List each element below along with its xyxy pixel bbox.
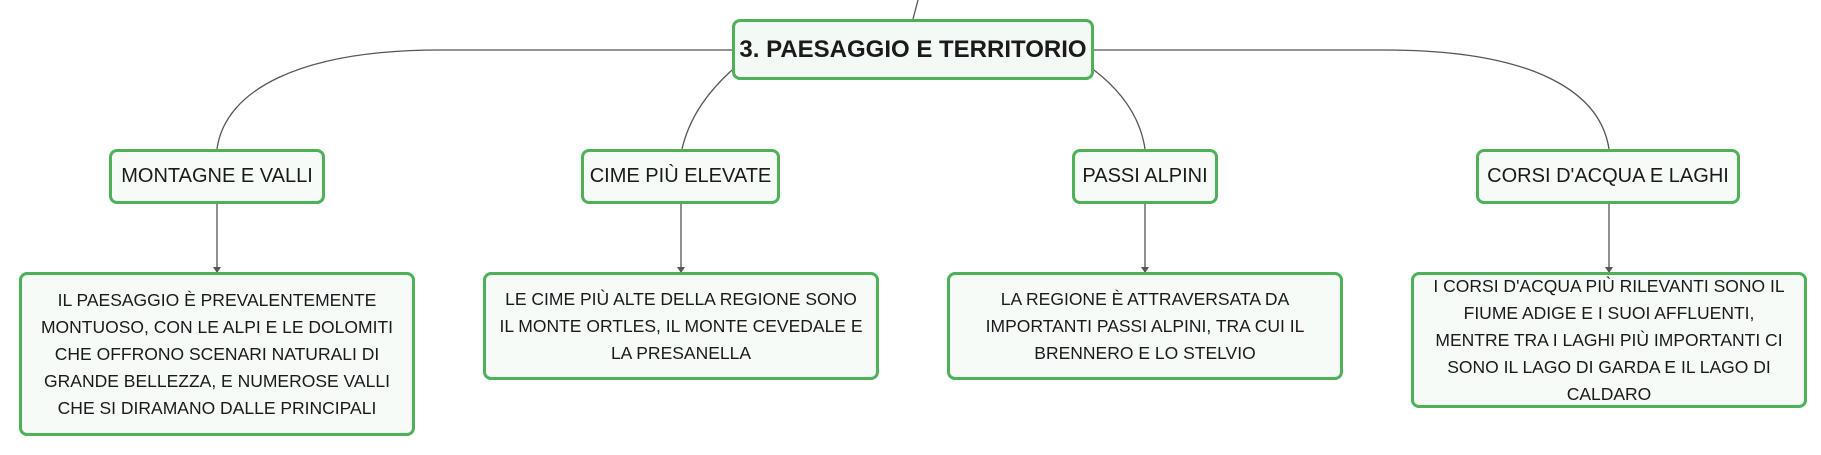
connector-root-branch-3: [1093, 69, 1146, 150]
branch-montagne-e-valli[interactable]: MONTAGNE E VALLI: [109, 149, 325, 204]
branch-corsi-dacqua-e-laghi[interactable]: CORSI D'ACQUA E LAGHI: [1476, 149, 1740, 204]
detail-text: LA REGIONE È ATTRAVERSATA DA IMPORTANTI …: [985, 288, 1305, 363]
detail-text: LE CIME PIÙ ALTE DELLA REGIONE SONO IL M…: [499, 288, 863, 363]
detail-passi-alpini[interactable]: LA REGIONE È ATTRAVERSATA DA IMPORTANTI …: [947, 272, 1343, 380]
branch-label: MONTAGNE E VALLI: [121, 165, 313, 187]
detail-text: I CORSI D'ACQUA PIÙ RILEVANTI SONO IL FI…: [1433, 275, 1785, 404]
detail-montagne-e-valli[interactable]: IL PAESAGGIO È PREVALENTEMENTE MONTUOSO,…: [19, 272, 415, 436]
connector-root-branch-2: [681, 69, 733, 150]
branch-cime-piu-elevate[interactable]: CIME PIÙ ELEVATE: [581, 149, 780, 204]
connector-root-branch-1: [216, 49, 732, 150]
root-topic[interactable]: 3. PAESAGGIO E TERRITORIO: [732, 19, 1094, 80]
branch-passi-alpini[interactable]: PASSI ALPINI: [1072, 149, 1218, 204]
branch-label: CIME PIÙ ELEVATE: [589, 165, 772, 187]
detail-corsi-dacqua-e-laghi[interactable]: I CORSI D'ACQUA PIÙ RILEVANTI SONO IL FI…: [1411, 272, 1807, 408]
branch-label: CORSI D'ACQUA E LAGHI: [1487, 165, 1729, 187]
detail-cime-piu-elevate[interactable]: LE CIME PIÙ ALTE DELLA REGIONE SONO IL M…: [483, 272, 879, 380]
root-topic-label: 3. PAESAGGIO E TERRITORIO: [739, 35, 1087, 63]
connector-parent: [912, 0, 919, 20]
connector-root-branch-4: [1094, 49, 1610, 150]
detail-text: IL PAESAGGIO È PREVALENTEMENTE MONTUOSO,…: [40, 289, 394, 418]
branch-label: PASSI ALPINI: [1082, 165, 1208, 187]
